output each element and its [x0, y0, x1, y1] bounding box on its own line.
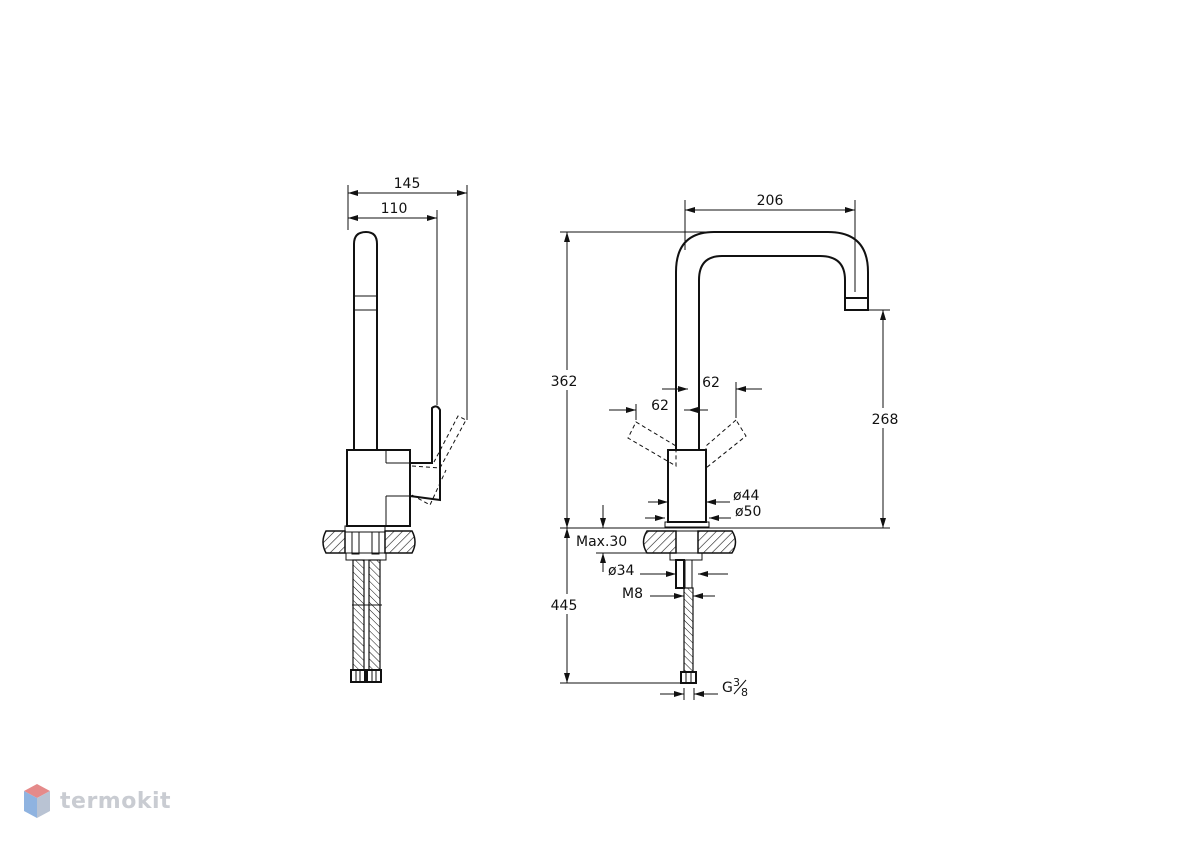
dim-g-frac-den: 8: [741, 686, 748, 699]
dim-dia-34: ø34: [608, 563, 634, 579]
dim-m8: M8: [622, 586, 643, 602]
side-body: [346, 449, 411, 527]
dim-max-30: Max.30: [576, 534, 627, 550]
dim-dia-50: ø50: [735, 504, 761, 520]
dim-dia-44: ø44: [733, 488, 759, 504]
front-view: 206 362 268 62 62 ø4: [544, 193, 906, 700]
dim-268: 268: [872, 412, 899, 428]
front-spout: [675, 231, 869, 450]
front-hose: [683, 587, 694, 673]
side-view: 145 110: [322, 176, 468, 683]
dim-445: 445: [551, 598, 578, 614]
dim-g-frac-num: 3: [733, 676, 740, 689]
front-countertop: [642, 530, 677, 554]
dim-62-left: 62: [651, 398, 669, 414]
cube-logo-icon: [24, 784, 50, 818]
dim-362: 362: [551, 374, 578, 390]
dim-g-label: G: [722, 680, 733, 696]
side-hose-right: [368, 559, 381, 671]
dim-62-right: 62: [702, 375, 720, 391]
watermark-brand: termokit: [60, 788, 172, 814]
termokit-watermark: termokit: [22, 782, 171, 820]
front-lever-right-dashed: [705, 419, 747, 470]
dim-206: 206: [757, 193, 784, 209]
front-body: [667, 449, 707, 523]
side-spout: [353, 230, 378, 450]
side-lever: [409, 405, 441, 502]
front-lever-left-dashed: [627, 421, 677, 467]
side-hose-left: [352, 559, 365, 671]
dim-145: 145: [394, 176, 421, 192]
dim-110: 110: [381, 201, 408, 217]
side-countertop: [322, 530, 346, 554]
side-lever-dashed: [411, 415, 467, 506]
